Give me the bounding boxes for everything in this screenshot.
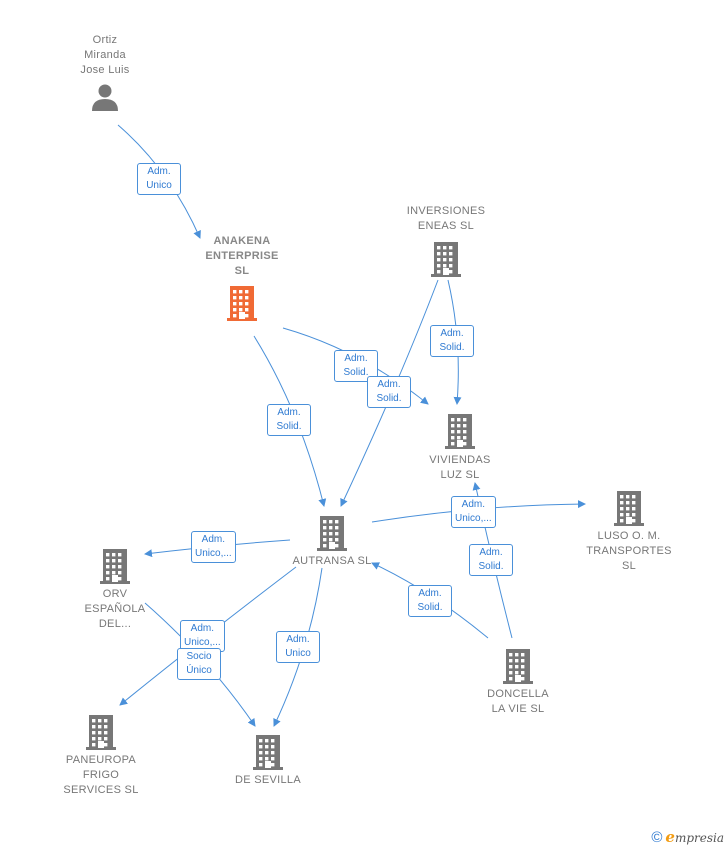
copyright-icon: © [651,829,663,846]
node-viviendas[interactable]: VIVIENDAS LUZ SL [390,413,530,483]
edge-badge: Adm. Solid. [469,544,513,576]
edge-badge: Adm. Unico,... [180,620,225,652]
building-icon [376,241,516,277]
node-label: AUTRANSA SL [292,555,372,567]
building-icon [172,285,312,321]
node-inversiones[interactable]: INVERSIONES ENEAS SL [376,204,516,277]
node-label: LUSO O. M. TRANSPORTES SL [586,530,672,572]
brand-logo: empresia [665,828,724,846]
edge-badge: Adm. Unico [276,631,320,663]
node-luso[interactable]: LUSO O. M. TRANSPORTES SL [559,490,699,574]
building-icon [448,648,588,684]
node-anakena[interactable]: ANAKENA ENTERPRISE SL [172,234,312,321]
person-icon [92,84,118,111]
edge-badge: Adm. Solid. [408,585,452,617]
edge-badge: Socio Único [177,648,221,680]
footer-brand[interactable]: ©empresia [651,828,724,846]
node-label: DE SEVILLA [235,774,301,786]
node-orv[interactable]: ORV ESPAÑOLA DEL... [45,548,185,632]
node-paneuropa[interactable]: PANEUROPA FRIGO SERVICES SL [31,714,171,798]
node-label: Ortiz Miranda Jose Luis [80,34,130,76]
node-label: INVERSIONES ENEAS SL [406,205,486,232]
building-icon [559,490,699,526]
node-label: DONCELLA LA VIE SL [487,688,549,715]
edge-badge: Adm. Solid. [267,404,311,436]
node-desevilla[interactable]: DE SEVILLA [198,734,338,788]
building-icon [45,548,185,584]
building-icon [31,714,171,750]
edge-badge: Adm. Unico,... [451,496,496,528]
edge-badge: Adm. Unico,... [191,531,236,563]
building-icon [262,515,402,551]
node-label: ORV ESPAÑOLA DEL... [84,588,146,630]
node-doncella[interactable]: DONCELLA LA VIE SL [448,648,588,717]
node-label: PANEUROPA FRIGO SERVICES SL [63,754,139,796]
node-label: ANAKENA ENTERPRISE SL [205,235,279,277]
building-icon [198,734,338,770]
edge-badge: Adm. Solid. [430,325,474,357]
building-icon [390,413,530,449]
node-ortiz[interactable]: Ortiz Miranda Jose Luis [35,33,175,112]
edge-badge: Adm. Unico [137,163,181,195]
edge-badge: Adm. Solid. [367,376,411,408]
node-autransa[interactable]: AUTRANSA SL [262,515,402,569]
node-label: VIVIENDAS LUZ SL [429,454,491,481]
